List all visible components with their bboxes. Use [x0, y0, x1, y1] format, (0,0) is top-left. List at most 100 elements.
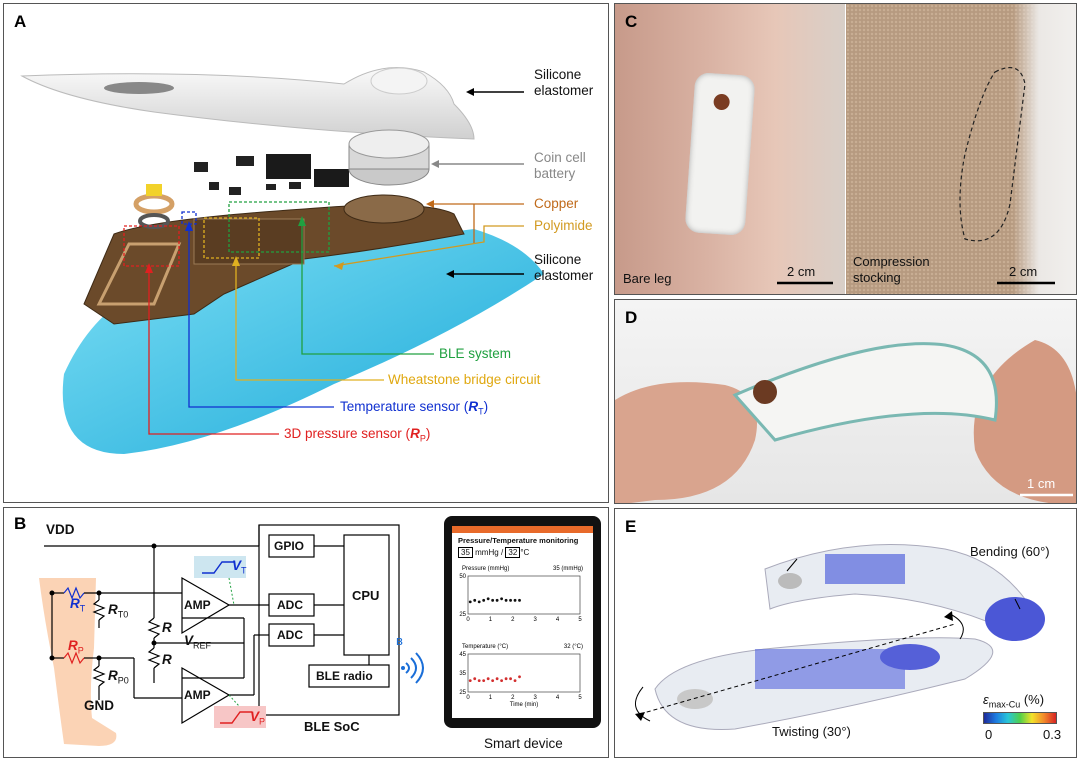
data-point	[504, 677, 508, 681]
x-tick-label: 4	[556, 695, 560, 701]
stocking-device-outline	[777, 66, 1055, 285]
ble-radio-label: BLE radio	[316, 669, 373, 683]
data-point	[473, 598, 477, 602]
smart-device-label: Smart device	[484, 736, 563, 751]
callout-polyimide: Polyimide	[534, 218, 593, 233]
panel-a: A	[3, 3, 609, 503]
label-rt: RT	[70, 596, 86, 614]
adc-bottom-label: ADC	[277, 628, 303, 642]
label-vref: VREF	[184, 633, 212, 651]
data-point	[482, 598, 486, 602]
data-point	[504, 598, 508, 602]
app-title: Pressure/Temperature monitoring	[458, 536, 579, 545]
exploded-device-illustration	[20, 67, 544, 454]
data-point	[495, 598, 499, 602]
callout-pressure-sensor: 3D pressure sensor (RP)	[284, 426, 431, 444]
cpu-label: CPU	[352, 588, 380, 603]
chart-value-label: 35 (mmHg)	[553, 566, 583, 572]
callout-ble-system: BLE system	[439, 346, 512, 361]
x-tick-label: 3	[534, 695, 538, 701]
bending-label: Bending (60°)	[970, 544, 1050, 559]
panel-a-label: A	[14, 12, 27, 31]
y-tick-label: 25	[459, 690, 466, 696]
circuit-schematic: ʙ	[39, 524, 424, 746]
app-reading: 35 mmHg / 32°C	[452, 545, 593, 558]
strain-colorbar	[983, 712, 1057, 724]
x-tick-label: 0	[466, 617, 470, 623]
phone-status-bar	[452, 526, 593, 533]
callout-wheatstone: Wheatstone bridge circuit	[388, 372, 541, 387]
chart-title: Pressure (mmHg)	[462, 566, 509, 572]
y-tick-label: 35	[459, 671, 466, 677]
data-point	[486, 597, 490, 601]
data-point	[491, 598, 495, 602]
scale-bar-right-label: 2 cm	[1009, 264, 1038, 279]
y-tick-label: 45	[459, 652, 466, 658]
callout-temperature-sensor: Temperature sensor (RT)	[340, 399, 489, 417]
panel-d-label: D	[625, 308, 638, 327]
colorbar-max: 0.3	[1043, 727, 1062, 742]
panel-c-label: C	[625, 12, 638, 31]
label-rp0: RP0	[108, 668, 129, 686]
panel-b: B	[3, 507, 609, 758]
label-r2: R	[162, 652, 172, 667]
smartphone: Pressure/Temperature monitoring 35 mmHg …	[444, 516, 601, 728]
data-point	[513, 679, 517, 682]
label-vdd: VDD	[46, 522, 75, 537]
stocking-right-edge	[1013, 4, 1076, 294]
amp-top-label: AMP	[184, 598, 211, 612]
ble-soc-label: BLE SoC	[304, 719, 360, 734]
flexible-device-photo	[615, 340, 1076, 503]
svg-text:ʙ: ʙ	[396, 633, 403, 648]
data-point	[509, 598, 512, 602]
label-r1: R	[162, 620, 172, 635]
scale-bar-left-label: 2 cm	[787, 264, 816, 279]
x-tick-label: 3	[534, 617, 538, 623]
twisting-label: Twisting (30°)	[772, 724, 851, 739]
x-tick-label: 4	[556, 617, 560, 623]
x-tick-label: 2	[511, 695, 515, 701]
temperature-readout: 32	[505, 547, 521, 558]
x-tick-label: 0	[466, 695, 470, 701]
data-point	[518, 675, 521, 679]
x-tick-label: 2	[511, 617, 515, 623]
data-point	[491, 679, 495, 682]
data-point	[500, 679, 503, 682]
chart-frame	[467, 653, 581, 693]
data-point	[468, 679, 472, 682]
x-tick-label: 1	[489, 695, 493, 701]
data-point	[482, 679, 486, 682]
chart-title: Temperature (°C)	[462, 644, 508, 650]
x-tick-label: 5	[578, 695, 582, 701]
label-vp: VP	[250, 709, 266, 727]
strain-simulation	[635, 544, 1045, 730]
phone-screen: Pressure/Temperature monitoring 35 mmHg …	[452, 526, 593, 718]
colorbar-title: εmax-Cu (%)	[983, 692, 1045, 710]
gpio-label: GPIO	[274, 539, 305, 553]
data-point	[468, 600, 472, 604]
data-point	[495, 677, 499, 681]
chart-frame	[467, 575, 581, 615]
y-tick-label: 50	[459, 574, 466, 580]
data-point	[518, 598, 521, 602]
amp-bottom-label: AMP	[184, 688, 211, 702]
label-gnd: GND	[84, 698, 114, 713]
x-tick-label: 5	[578, 617, 582, 623]
data-point	[477, 600, 481, 604]
data-point	[473, 677, 477, 681]
data-point	[500, 597, 503, 601]
scale-bar-label: 1 cm	[1027, 476, 1056, 491]
adc-top-label: ADC	[277, 598, 303, 612]
pressure-readout: 35	[458, 547, 473, 558]
colorbar-min: 0	[985, 727, 993, 742]
callout-copper: Copper	[534, 196, 579, 211]
y-tick-label: 25	[459, 612, 466, 618]
